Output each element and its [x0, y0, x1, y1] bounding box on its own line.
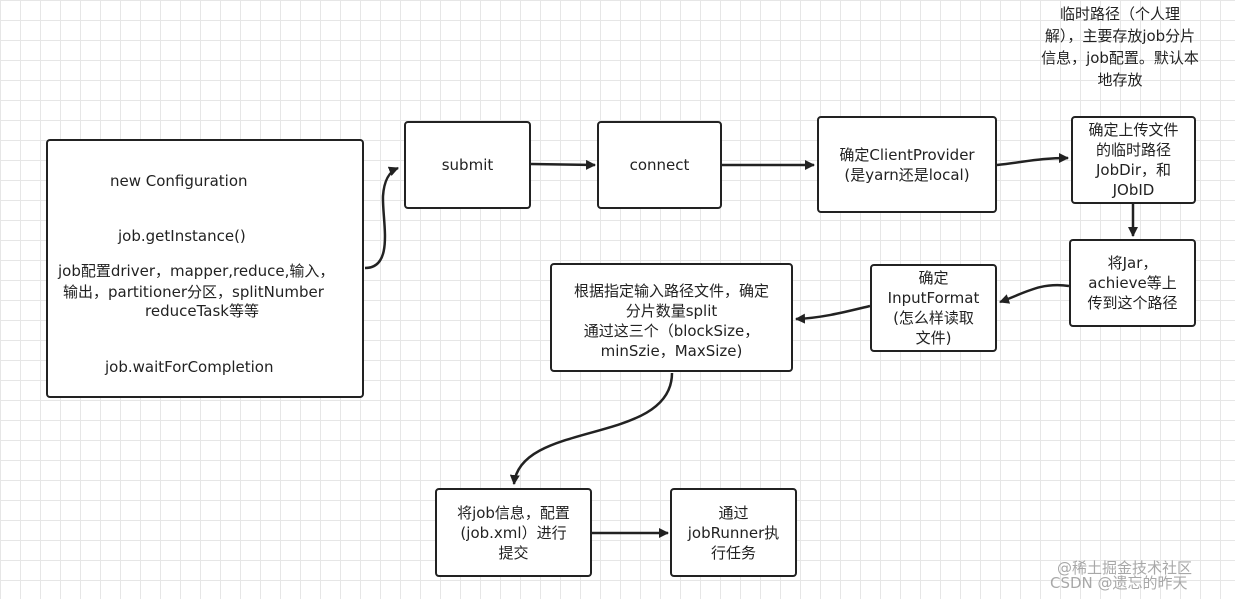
- split-line-1: 根据指定输入路径文件，确定: [573, 282, 769, 300]
- arrow-inputformat-to-split: [795, 304, 871, 324]
- arrow-upload-to-inputformat: [999, 283, 1070, 304]
- config-job-settings-2: 输出，partitioner分区，splitNumber: [63, 283, 324, 301]
- config-wait-for-completion: job.waitForCompletion: [105, 358, 274, 376]
- client-provider-line-2: (是yarn还是local): [844, 165, 970, 184]
- note-line-4: 地存放: [1097, 71, 1143, 89]
- note-line-3: 信息，job配置。默认本: [1041, 49, 1199, 67]
- arrow-split-to-jobinfo: [509, 372, 674, 485]
- job-runner-box: 通过 jobRunner执 行任务: [670, 488, 797, 577]
- jobdir-line-1: 确定上传文件: [1088, 121, 1179, 139]
- note-line-1: 临时路径（个人理: [1059, 5, 1180, 23]
- job-info-line-3: 提交: [498, 543, 529, 562]
- inputformat-line-3: (怎么样读取: [893, 309, 974, 327]
- job-info-box: 将job信息，配置 (job.xml）进行 提交: [435, 488, 592, 577]
- arrow-submit-to-connect: [530, 159, 596, 170]
- job-info-line-2: (job.xml）进行: [460, 523, 567, 542]
- config-job-settings-1: job配置driver，mapper,reduce,输入，: [58, 262, 335, 280]
- note-line-2: 解），主要存放job分片: [1044, 27, 1196, 45]
- inputformat-box: 确定 InputFormat (怎么样读取 文件): [870, 264, 997, 352]
- split-line-4: minSzie，MaxSize): [600, 342, 743, 360]
- inputformat-line-2: InputFormat: [887, 289, 980, 307]
- jobdir-line-2: 的临时路径: [1095, 141, 1171, 159]
- job-info-line-1: 将job信息，配置: [457, 503, 570, 522]
- jobdir-box: 确定上传文件 的临时路径 JobDir，和 JObID: [1071, 116, 1196, 204]
- upload-line-3: 传到这个路径: [1087, 294, 1178, 312]
- split-line-2: 分片数量split: [625, 302, 718, 320]
- split-box: 根据指定输入路径文件，确定 分片数量split 通过这三个（blockSize，…: [550, 263, 793, 372]
- config-job-settings-3: reduceTask等等: [145, 302, 259, 320]
- split-line-3: 通过这三个（blockSize，: [583, 322, 760, 340]
- submit-box: submit: [404, 121, 531, 209]
- jobdir-line-3: JobDir，和: [1095, 161, 1171, 179]
- jobdir-line-4: JObID: [1112, 181, 1155, 199]
- submit-label: submit: [441, 156, 494, 174]
- watermark-csdn: CSDN @遗忘的昨天: [1050, 574, 1188, 592]
- upload-box: 将Jar， achieve等上 传到这个路径: [1069, 239, 1196, 327]
- arrow-client-to-jobdir: [996, 153, 1069, 167]
- inputformat-line-4: 文件): [915, 329, 952, 347]
- client-provider-line-1: 确定ClientProvider: [839, 145, 975, 164]
- job-runner-line-1: 通过: [718, 503, 749, 522]
- configuration-box: new Configuration job.getInstance() job配…: [46, 139, 364, 398]
- connect-box: connect: [597, 121, 722, 209]
- config-new-configuration: new Configuration: [110, 172, 248, 190]
- connect-label: connect: [629, 156, 690, 174]
- temp-path-note: 临时路径（个人理 解），主要存放job分片 信息，job配置。默认本 地存放: [1010, 3, 1230, 91]
- upload-line-2: achieve等上: [1088, 274, 1177, 292]
- upload-line-1: 将Jar，: [1107, 254, 1158, 272]
- client-provider-box: 确定ClientProvider (是yarn还是local): [817, 116, 997, 213]
- job-runner-line-2: jobRunner执: [687, 523, 780, 542]
- job-runner-line-3: 行任务: [710, 543, 756, 562]
- arrow-config-to-submit: [364, 166, 399, 270]
- watermark-juejin: @稀土掘金技术社区: [1057, 559, 1193, 577]
- config-get-instance: job.getInstance(): [118, 227, 246, 245]
- inputformat-line-1: 确定: [918, 269, 949, 287]
